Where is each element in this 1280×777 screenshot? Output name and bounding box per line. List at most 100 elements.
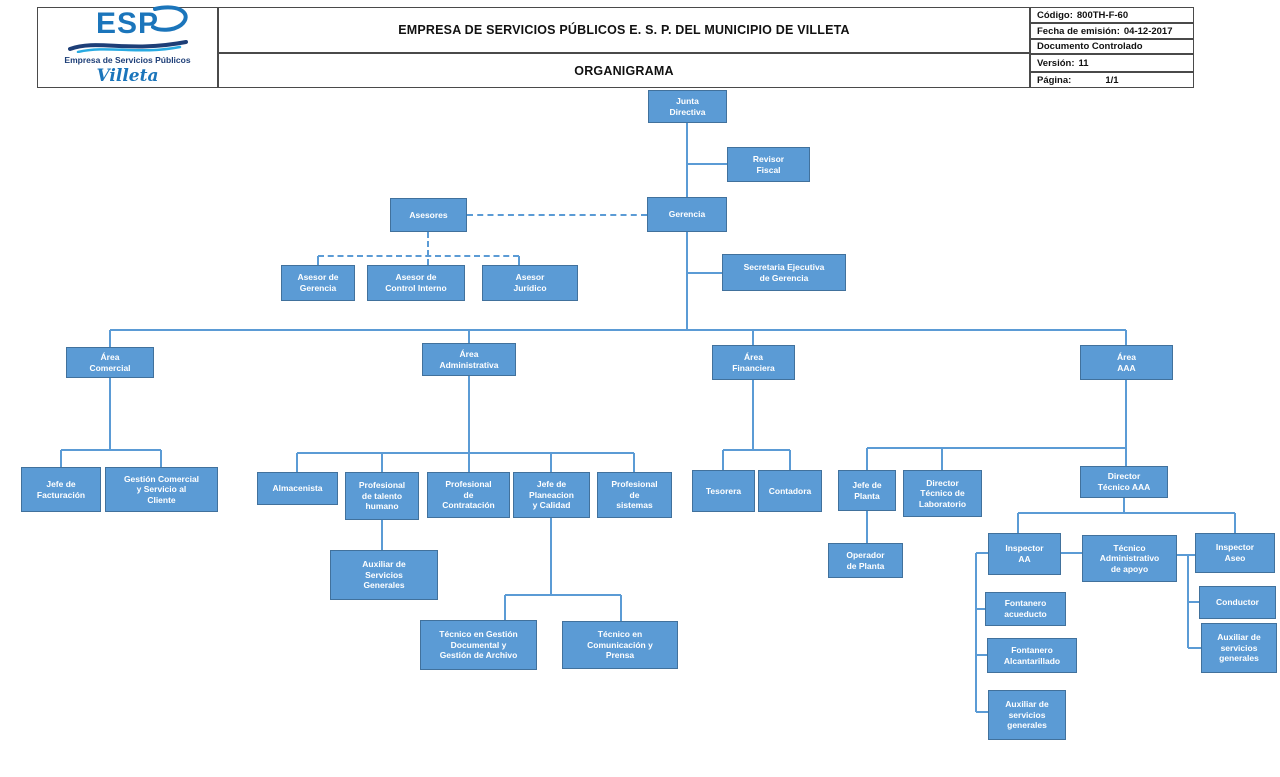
connector-line xyxy=(381,520,383,550)
node-jefe-planeacion-calidad: Jefe de Planeacion y Calidad xyxy=(513,472,590,518)
node-jefe-de-facturacion: Jefe de Facturación xyxy=(21,467,101,512)
connector-line xyxy=(550,518,552,595)
node-gestion-comercial: Gestión Comercial y Servicio al Cliente xyxy=(105,467,218,512)
connector-line xyxy=(975,553,977,712)
node-secretaria-ejecutiva: Secretaria Ejecutiva de Gerencia xyxy=(722,254,846,291)
connector-line xyxy=(297,452,634,454)
node-director-tecnico-laboratorio: Director Técnico de Laboratorio xyxy=(903,470,982,517)
logo-swoosh-icon xyxy=(151,5,188,32)
connector-line xyxy=(1061,552,1082,554)
connector-line xyxy=(61,449,161,451)
connector-line xyxy=(752,380,754,450)
connector-line xyxy=(687,272,722,274)
connector-line-dashed xyxy=(467,214,647,216)
node-inspector-aa: Inspector AA xyxy=(988,533,1061,575)
node-operador-de-planta: Operador de Planta xyxy=(828,543,903,578)
connector-line xyxy=(505,594,621,596)
connector-line xyxy=(1177,554,1195,556)
connector-line-dashed xyxy=(318,255,519,257)
connector-line xyxy=(109,330,111,347)
node-inspector-aseo: Inspector Aseo xyxy=(1195,533,1275,573)
node-revisor-fiscal: Revisor Fiscal xyxy=(727,147,810,182)
connector-line-dashed xyxy=(317,256,319,265)
connector-line xyxy=(687,163,727,165)
meta-version: Versión: 11 xyxy=(1030,54,1194,72)
node-area-aaa: Área AAA xyxy=(1080,345,1173,380)
connector-line xyxy=(633,453,635,472)
connector-line xyxy=(686,123,688,197)
logo-wave-icon xyxy=(67,40,188,53)
meta-codigo: Código: 800TH-F-60 xyxy=(1030,7,1194,23)
node-almacenista: Almacenista xyxy=(257,472,338,505)
connector-line xyxy=(1123,498,1125,513)
node-auxiliar-servicios-generales-adm: Auxiliar de Servicios Generales xyxy=(330,550,438,600)
connector-line xyxy=(504,595,506,620)
connector-line xyxy=(976,608,985,610)
logo-script-name: Villeta xyxy=(96,66,159,86)
connector-line xyxy=(941,448,943,470)
connector-line xyxy=(752,330,754,345)
node-auxiliar-servicios-generales-aseo: Auxiliar de servicios generales xyxy=(1201,623,1277,673)
connector-line xyxy=(1188,601,1199,603)
connector-line-dashed xyxy=(427,232,429,265)
node-auxiliar-servicios-generales-aa: Auxiliar de servicios generales xyxy=(988,690,1066,740)
node-asesor-de-gerencia: Asesor de Gerencia xyxy=(281,265,355,301)
connector-line xyxy=(1018,512,1235,514)
connector-line xyxy=(976,552,988,554)
connector-line xyxy=(468,376,470,472)
node-gerencia: Gerencia xyxy=(647,197,727,232)
node-director-tecnico-aaa: Director Técnico AAA xyxy=(1080,466,1168,498)
connector-line xyxy=(60,450,62,467)
document-name: ORGANIGRAMA xyxy=(218,53,1030,88)
connector-line xyxy=(1125,380,1127,466)
connector-line xyxy=(976,654,987,656)
node-asesores: Asesores xyxy=(390,198,467,232)
connector-line xyxy=(866,511,868,543)
node-area-financiera: Área Financiera xyxy=(712,345,795,380)
node-contadora: Contadora xyxy=(758,470,822,512)
node-fontanero-alcantarillado: Fontanero Alcantarillado xyxy=(987,638,1077,673)
node-profesional-sistemas: Profesional de sistemas xyxy=(597,472,672,518)
connector-line xyxy=(867,447,1126,449)
connector-line xyxy=(866,448,868,470)
node-tecnico-gestion-documental: Técnico en Gestión Documental y Gestión … xyxy=(420,620,537,670)
node-fontanero-acueducto: Fontanero acueducto xyxy=(985,592,1066,626)
connector-line xyxy=(789,450,791,470)
node-tecnico-administrativo-apoyo: Técnico Administrativo de apoyo xyxy=(1082,535,1177,582)
node-asesor-de-control-interno: Asesor de Control Interno xyxy=(367,265,465,301)
connector-line xyxy=(620,595,622,621)
connector-line xyxy=(1234,513,1236,533)
logo-esp-text: ESP xyxy=(96,5,188,39)
connector-line xyxy=(381,453,383,472)
node-asesor-juridico: Asesor Jurídico xyxy=(482,265,578,301)
node-conductor: Conductor xyxy=(1199,586,1276,619)
connector-line-dashed xyxy=(518,256,520,265)
connector-line xyxy=(550,453,552,472)
node-profesional-contratacion: Profesional de Contratación xyxy=(427,472,510,518)
connector-line xyxy=(1017,513,1019,533)
connector-line xyxy=(160,450,162,467)
connector-line xyxy=(468,330,470,343)
connector-line xyxy=(722,450,724,470)
meta-pagina: Página: 1/1 xyxy=(1030,72,1194,88)
node-junta-directiva: Junta Directiva xyxy=(648,90,727,123)
connector-line xyxy=(723,449,790,451)
connector-line xyxy=(976,711,988,713)
connector-line xyxy=(110,329,1126,331)
meta-documento-controlado: Documento Controlado xyxy=(1030,39,1194,54)
connector-line xyxy=(296,453,298,472)
connector-line xyxy=(1125,330,1127,345)
company-logo: ESP Empresa de Servicios Públicos Villet… xyxy=(37,5,218,88)
connector-line xyxy=(109,378,111,450)
node-jefe-de-planta: Jefe de Planta xyxy=(838,470,896,511)
node-area-comercial: Área Comercial xyxy=(66,347,154,378)
node-tesorera: Tesorera xyxy=(692,470,755,512)
connector-line xyxy=(686,232,688,331)
meta-fecha-emision: Fecha de emisión: 04-12-2017 xyxy=(1030,23,1194,39)
logo-subtitle: Empresa de Servicios Públicos xyxy=(64,55,191,65)
document-title: EMPRESA DE SERVICIOS PÚBLICOS E. S. P. D… xyxy=(218,7,1030,53)
connector-line xyxy=(1188,647,1201,649)
node-profesional-talento-humano: Profesional de talento humano xyxy=(345,472,419,520)
node-area-administrativa: Área Administrativa xyxy=(422,343,516,376)
